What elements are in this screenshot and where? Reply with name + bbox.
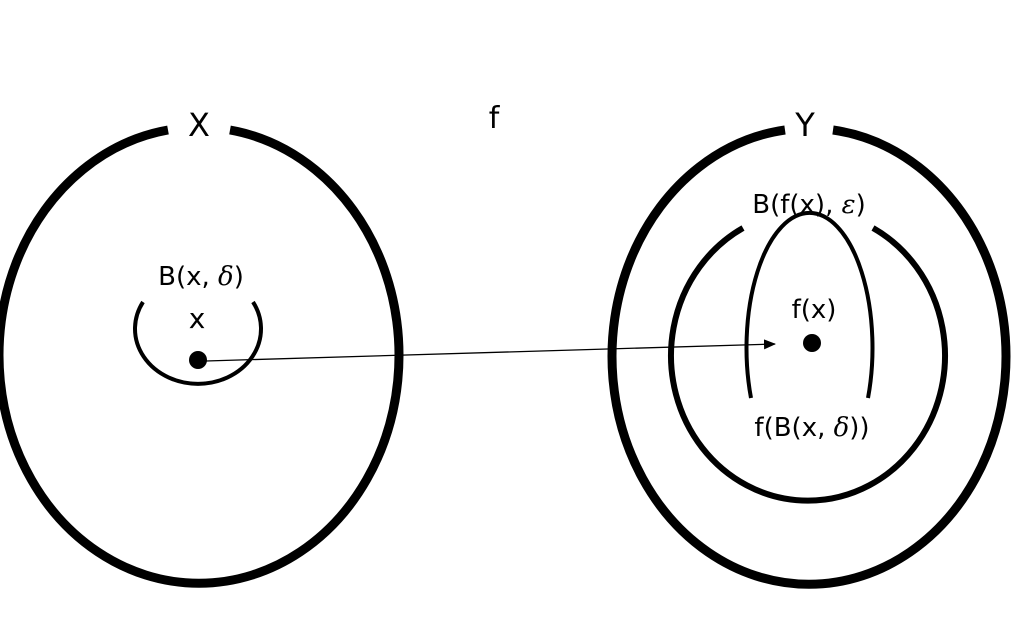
set-x-label: X: [188, 106, 210, 144]
ball-epsilon-label: B(f(x), ε): [752, 190, 865, 220]
ball-delta-label: B(x, δ): [158, 262, 244, 292]
image-set-boundary: [744, 210, 875, 399]
image-set-label: f(B(x, δ)): [754, 413, 869, 443]
ball-epsilon-boundary: [668, 225, 948, 504]
ball-delta-boundary: [133, 300, 263, 386]
point-x-label: x: [189, 302, 206, 335]
map-label: f: [489, 101, 501, 136]
set-y-boundary: [607, 125, 1011, 589]
point-x-dot: [189, 351, 207, 369]
set-x-boundary: [0, 125, 404, 588]
set-y-label: Y: [794, 106, 815, 144]
point-fx-label: f(x): [792, 295, 837, 325]
mapping-arrow: [205, 339, 776, 362]
point-fx-dot: [803, 334, 821, 352]
